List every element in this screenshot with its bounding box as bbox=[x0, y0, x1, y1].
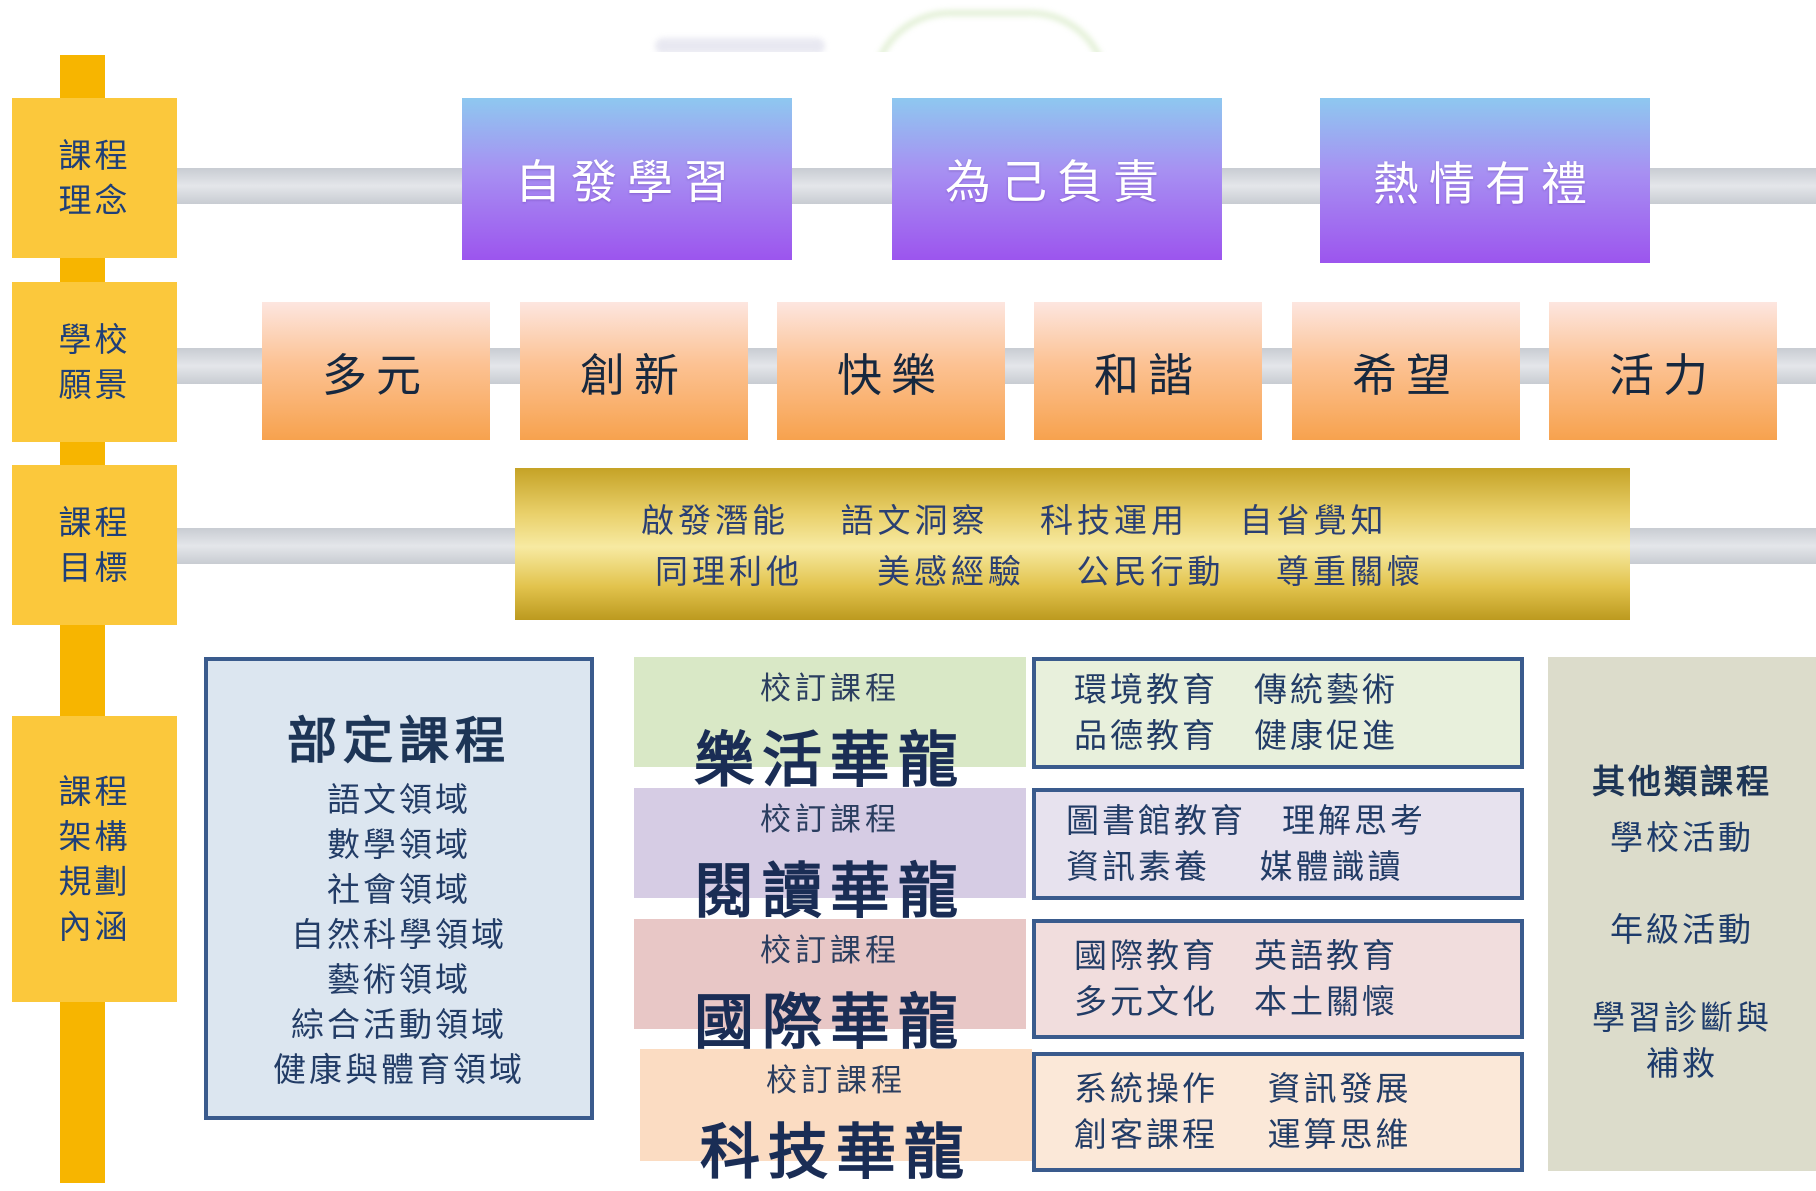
vision-box: 創新 bbox=[520, 302, 748, 440]
course-detail-box: 圖書館教育 理解思考 資訊素養 媒體識讀 bbox=[1032, 788, 1524, 900]
logo-remnant bbox=[655, 38, 825, 54]
vision-box: 多元 bbox=[262, 302, 490, 440]
school-course-block: 校訂課程 國際華龍 bbox=[634, 919, 1026, 1058]
national-curriculum-box: 部定課程 語文領域 數學領域 社會領域 自然科學領域 藝術領域 綜合活動領域 健… bbox=[204, 657, 594, 1120]
course-detail-box: 環境教育 傳統藝術 品德教育 健康促進 bbox=[1032, 657, 1524, 769]
vision-box: 和諧 bbox=[1034, 302, 1262, 440]
philosophy-box: 熱情有禮 bbox=[1320, 98, 1650, 263]
other-course-item: 學校活動 bbox=[1610, 818, 1754, 857]
school-course-title: 閱讀華龍 bbox=[694, 857, 966, 927]
course-detail-line: 環境教育 傳統藝術 bbox=[1074, 670, 1398, 709]
goals-box: 啟發潛能 語文洞察 科技運用 自省覺知 同理利他 美感經驗 公民行動 尊重關懷 bbox=[515, 468, 1630, 620]
curriculum-domain: 藝術領域 bbox=[327, 960, 471, 999]
school-course-block: 校訂課程 樂活華龍 bbox=[634, 657, 1026, 796]
course-detail-line: 品德教育 健康促進 bbox=[1074, 716, 1398, 755]
course-detail-box: 系統操作 資訊發展 創客課程 運算思維 bbox=[1032, 1052, 1524, 1172]
row-label-vision: 學校 願景 bbox=[12, 282, 177, 442]
philosophy-box: 自發學習 bbox=[462, 98, 792, 260]
philosophy-box: 為己負責 bbox=[892, 98, 1222, 260]
course-detail-line: 多元文化 本土關懷 bbox=[1074, 982, 1398, 1021]
course-detail-line: 創客課程 運算思維 bbox=[1074, 1115, 1412, 1154]
school-course-block: 校訂課程 科技華龍 bbox=[640, 1049, 1032, 1188]
school-course-subtitle: 校訂課程 bbox=[760, 802, 900, 838]
school-course-block: 校訂課程 閱讀華龍 bbox=[634, 788, 1026, 927]
row-label-structure: 課程 架構 規劃 內涵 bbox=[12, 716, 177, 1002]
curriculum-domain: 自然科學領域 bbox=[291, 915, 507, 954]
curriculum-domain: 語文領域 bbox=[327, 780, 471, 819]
vision-box: 活力 bbox=[1549, 302, 1777, 440]
row-label-philosophy: 課程 理念 bbox=[12, 98, 177, 258]
other-course-item: 年級活動 bbox=[1610, 910, 1754, 949]
vision-box: 快樂 bbox=[777, 302, 1005, 440]
school-course-subtitle: 校訂課程 bbox=[760, 933, 900, 969]
course-detail-line: 國際教育 英語教育 bbox=[1074, 936, 1398, 975]
school-course-title: 科技華龍 bbox=[700, 1118, 972, 1188]
school-course-title: 樂活華龍 bbox=[694, 726, 966, 796]
other-courses-title: 其他類課程 bbox=[1592, 762, 1772, 801]
other-course-item: 學習診斷與 補救 bbox=[1592, 998, 1772, 1083]
curriculum-domain: 健康與體育領域 bbox=[273, 1050, 525, 1089]
curriculum-domain: 社會領域 bbox=[327, 870, 471, 909]
course-detail-line: 系統操作 資訊發展 bbox=[1074, 1069, 1412, 1108]
school-course-subtitle: 校訂課程 bbox=[760, 671, 900, 707]
school-course-subtitle: 校訂課程 bbox=[766, 1063, 906, 1099]
course-detail-line: 圖書館教育 理解思考 bbox=[1066, 801, 1426, 840]
national-curriculum-title: 部定課程 bbox=[287, 712, 511, 770]
curriculum-domain: 數學領域 bbox=[327, 825, 471, 864]
row-label-goals: 課程 目標 bbox=[12, 465, 177, 625]
vision-box: 希望 bbox=[1292, 302, 1520, 440]
course-detail-line: 資訊素養 媒體識讀 bbox=[1066, 847, 1404, 886]
curriculum-domain: 綜合活動領域 bbox=[291, 1005, 507, 1044]
other-courses-box: 其他類課程 學校活動 年級活動 學習診斷與 補救 bbox=[1548, 657, 1816, 1171]
school-course-title: 國際華龍 bbox=[694, 988, 966, 1058]
goals-line-1: 啟發潛能 語文洞察 科技運用 自省覺知 bbox=[641, 501, 1388, 540]
course-detail-box: 國際教育 英語教育 多元文化 本土關懷 bbox=[1032, 919, 1524, 1039]
goals-line-2: 同理利他 美感經驗 公民行動 尊重關懷 bbox=[655, 552, 1424, 591]
